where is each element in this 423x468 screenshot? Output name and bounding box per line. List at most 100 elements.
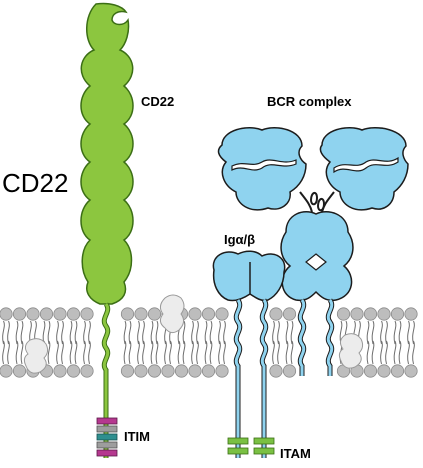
lipid-tail: [2, 320, 5, 345]
lipid-tail: [150, 320, 154, 345]
lipid-tail: [56, 340, 59, 365]
itam-label: ITAM: [280, 446, 311, 461]
lipid-tail: [393, 340, 397, 365]
lipid-tail: [20, 340, 24, 365]
cd22-label: CD22: [141, 94, 174, 109]
cd22-receptor: [80, 2, 134, 305]
lipid-head: [269, 364, 283, 378]
lipid-tail: [155, 340, 159, 365]
ig-alpha-beta-label: Igα/β: [224, 232, 255, 247]
lipid-tail: [393, 320, 397, 345]
bcr-complex: [217, 126, 409, 211]
lipid-head: [174, 364, 189, 378]
lipid-head: [282, 364, 297, 378]
bcr-complex-label: BCR complex: [267, 94, 352, 109]
lipid-tail: [7, 340, 10, 365]
lipid-tail: [142, 320, 145, 345]
lipid-tail: [88, 340, 91, 365]
lipid-tail: [209, 340, 213, 365]
lipid-head: [53, 307, 67, 321]
lipid-head: [12, 364, 27, 378]
lipid-tail: [272, 320, 275, 345]
lipid-head: [390, 307, 405, 321]
lipid-tail: [385, 320, 388, 345]
lipid-tail: [366, 340, 370, 365]
lipid-tail: [20, 320, 24, 345]
lipid-head: [134, 307, 148, 321]
lipid-head: [201, 364, 216, 378]
lipid-head: [215, 364, 229, 378]
lipid-tail: [191, 340, 194, 365]
lipid-tail: [155, 320, 159, 345]
lipid-tail: [191, 320, 194, 345]
lipid-head: [363, 307, 378, 321]
lipid-tail: [196, 320, 199, 345]
lipid-tail: [398, 340, 402, 365]
lipid-head: [215, 307, 229, 321]
lipid-head: [66, 364, 81, 378]
membrane-cholesterol: [23, 294, 364, 374]
ig-alpha-beta: [212, 250, 286, 302]
lipid-tail: [380, 340, 383, 365]
lipid-head: [12, 307, 27, 321]
lipid-head: [363, 364, 378, 378]
lipid-tail: [182, 320, 186, 345]
lipid-tail: [137, 320, 140, 345]
lipid-head: [161, 364, 175, 378]
lipid-tail: [150, 340, 154, 365]
lipid-tail: [164, 340, 167, 365]
lipid-tail: [182, 340, 186, 365]
lipid-head: [404, 364, 418, 378]
lipid-tail: [218, 320, 221, 345]
lipid-head: [120, 364, 135, 378]
lipid-head: [282, 307, 297, 321]
title-label: CD22: [2, 168, 68, 198]
lipid-tail: [177, 340, 181, 365]
bcr-hinge: [299, 191, 335, 213]
lipid-tail: [385, 340, 388, 365]
lipid-head: [39, 307, 54, 321]
lipid-tail: [61, 340, 64, 365]
lipid-head: [0, 307, 13, 321]
bcr-fab-left: [217, 126, 307, 211]
lipid-tail: [272, 340, 275, 365]
lipid-tail: [7, 320, 10, 345]
lipid-head: [134, 364, 148, 378]
lipid-tail: [366, 320, 370, 345]
itim-motifs: [96, 417, 118, 457]
lipid-tail: [69, 320, 73, 345]
cd22-ig-domains: [80, 2, 134, 305]
lipid-head: [80, 307, 94, 321]
lipid-tail: [209, 320, 213, 345]
lipid-head: [53, 364, 67, 378]
lipid-tail: [83, 320, 86, 345]
lipid-head: [201, 307, 216, 321]
lipid-tail: [137, 340, 140, 365]
lipid-tail: [204, 340, 208, 365]
lipid-tail: [407, 320, 410, 345]
lipid-tail: [277, 320, 280, 345]
lipid-tail: [285, 340, 289, 365]
bcr-fc: [280, 211, 354, 302]
lipid-head: [26, 307, 40, 321]
lipid-tail: [2, 340, 5, 365]
lipid-head: [336, 307, 351, 321]
lipid-tail: [123, 320, 127, 345]
lipid-tail: [142, 340, 145, 365]
lipid-tail: [412, 340, 415, 365]
lipid-tail: [290, 320, 294, 345]
lipid-tail: [223, 340, 226, 365]
itam-motifs: [227, 437, 275, 455]
cd22-tail: [101, 302, 111, 458]
lipid-tail: [412, 320, 415, 345]
lipid-tail: [123, 340, 127, 365]
lipid-tail: [371, 320, 375, 345]
lipid-head: [377, 307, 391, 321]
lipid-tail: [47, 320, 51, 345]
lipid-tail: [128, 340, 132, 365]
lipid-tail: [74, 340, 78, 365]
lipid-tail: [15, 340, 19, 365]
lipid-tail: [380, 320, 383, 345]
lipid-tail: [56, 320, 59, 345]
